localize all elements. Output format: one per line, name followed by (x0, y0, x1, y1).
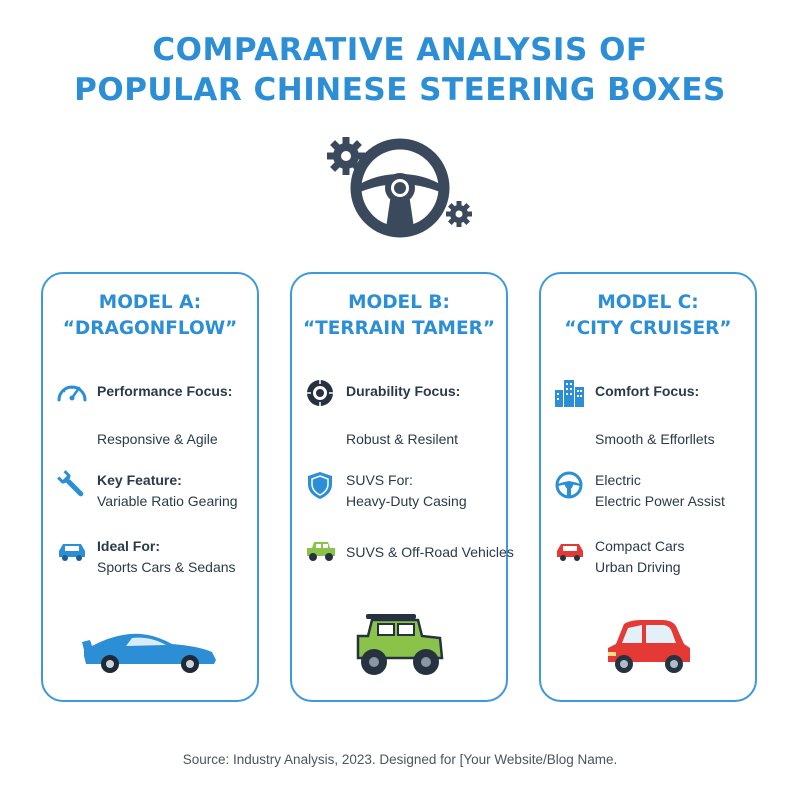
model-a-performance-value: Responsive & Agile (97, 431, 218, 447)
model-b-suvs-line-2: Heavy-Duty Casing (346, 493, 467, 509)
model-b-car-area (292, 612, 506, 678)
model-b-durability-heading: Durability Focus: (346, 383, 461, 399)
shield-icon (308, 472, 332, 499)
model-c-title: MODEL C: “CITY CRUISER” (541, 290, 755, 342)
model-c-card: MODEL C: “CITY CRUISER” Comfort Focus: S… (539, 272, 757, 702)
car-icon (59, 544, 85, 561)
compact-car-illustration-icon (608, 620, 690, 673)
model-a-feature-heading: Key Feature: (97, 472, 182, 488)
model-c-electric-line-1: Electric (595, 472, 641, 488)
model-c-title-line-2: “CITY CRUISER” (564, 318, 732, 339)
steering-wheel-gears-icon (327, 137, 472, 238)
jeep-icon (307, 542, 335, 561)
model-a-performance-heading: Performance Focus: (97, 383, 233, 399)
page-title: COMPARATIVE ANALYSIS OF POPULAR CHINESE … (0, 30, 800, 110)
model-b-title-line-2: “TERRAIN TAMER” (303, 318, 495, 339)
model-b-title: MODEL B: “TERRAIN TAMER” (292, 290, 506, 342)
speedometer-icon (57, 385, 87, 402)
off-road-jeep-icon (356, 614, 444, 675)
model-c-comfort-heading: Comfort Focus: (595, 383, 700, 399)
model-b-card: MODEL B: “TERRAIN TAMER” Durability Focu… (290, 272, 514, 702)
tire-icon (307, 380, 333, 406)
model-a-card: MODEL A: “DRAGONFLOW” Performance Focus:… (41, 272, 259, 702)
model-a-ideal-value: Sports Cars & Sedans (97, 559, 236, 575)
model-b-suvs-line-1: SUVS For: (346, 472, 413, 488)
model-c-comfort-value: Smooth & Efforllets (595, 431, 715, 447)
model-c-compact-line-2: Urban Driving (595, 559, 681, 575)
model-c-title-line-1: MODEL C: (597, 292, 699, 313)
title-line-1: COMPARATIVE ANALYSIS OF (152, 32, 648, 68)
model-c-electric-line-2: Electric Power Assist (595, 493, 725, 509)
model-a-title: MODEL A: “DRAGONFLOW” (43, 290, 257, 342)
model-a-title-line-2: “DRAGONFLOW” (62, 318, 238, 339)
title-line-2: POPULAR CHINESE STEERING BOXES (74, 72, 726, 108)
sports-car-icon (82, 633, 216, 673)
model-a-car-area (43, 626, 257, 674)
model-c-compact-line-1: Compact Cars (595, 538, 685, 554)
city-buildings-icon (555, 380, 584, 407)
model-b-durability-value: Robust & Resilent (346, 431, 459, 447)
wrench-icon (57, 470, 84, 497)
model-a-ideal-heading: Ideal For: (97, 538, 161, 554)
model-c-car-area (541, 616, 755, 676)
steering-wheel-icon (555, 471, 583, 499)
model-b-offroad-value: SUVS & Off-Road Vehicles (346, 544, 514, 560)
model-a-feature-value: Variable Ratio Gearing (97, 493, 238, 509)
model-a-title-line-1: MODEL A: (98, 292, 202, 313)
model-b-title-line-1: MODEL B: (348, 292, 450, 313)
source-footnote: Source: Industry Analysis, 2023. Designe… (182, 752, 618, 767)
compact-car-icon (557, 544, 583, 561)
